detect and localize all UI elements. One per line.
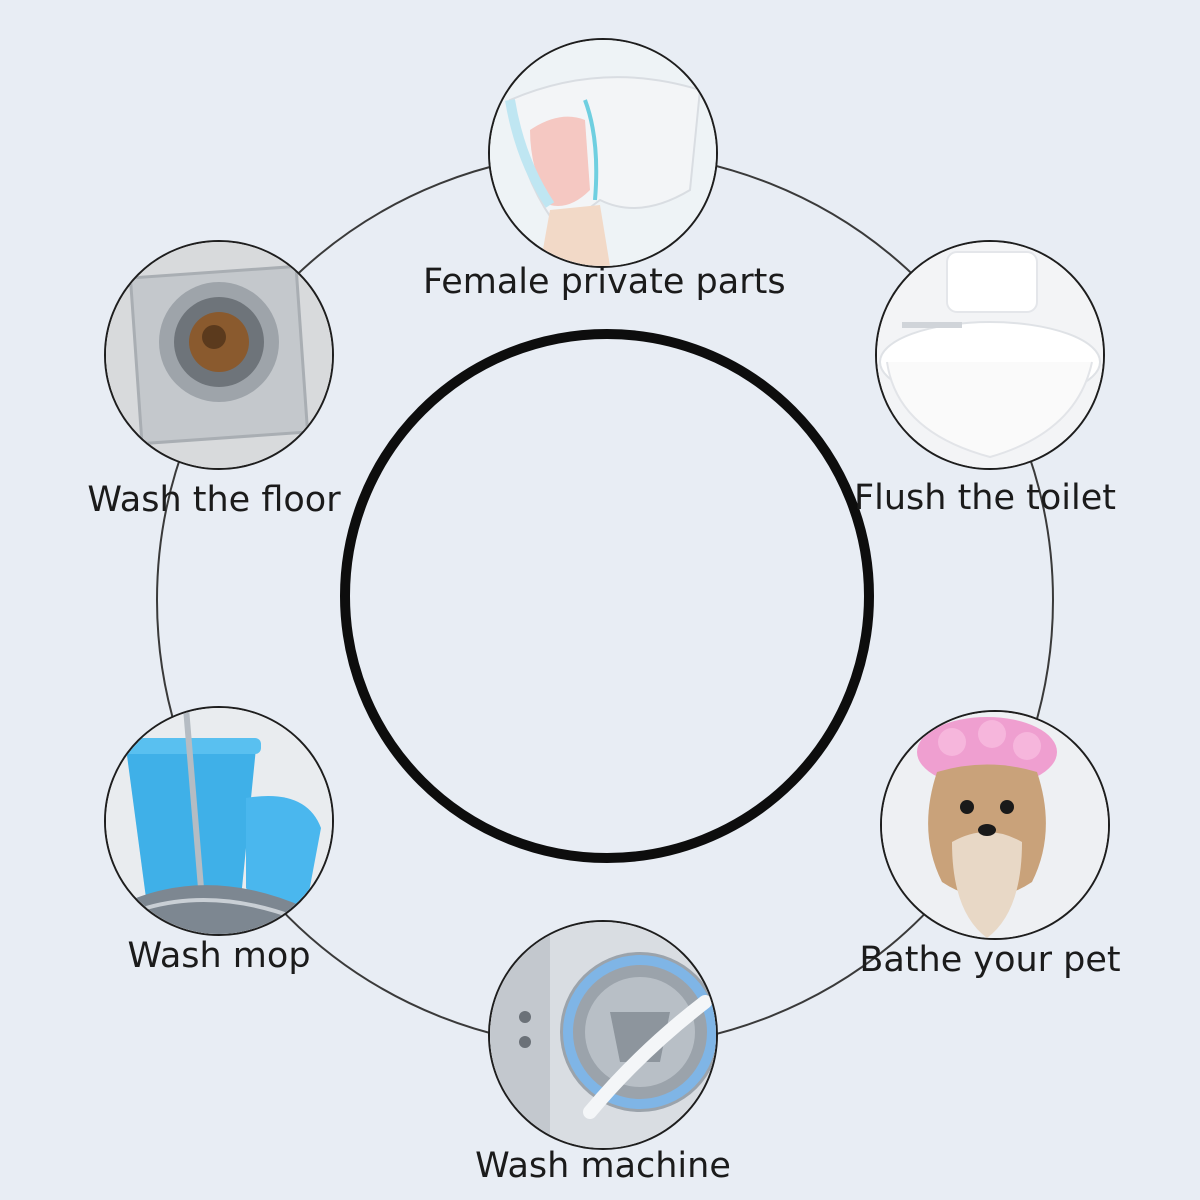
- dog-icon: [880, 710, 1110, 940]
- use-wash-machine: Wash machine: [475, 920, 731, 1186]
- use-label: Flush the toilet: [854, 478, 1116, 518]
- use-female-private-parts: Female private parts: [423, 38, 786, 302]
- mop-bucket-icon: [104, 706, 334, 936]
- washing-machine-icon: [488, 920, 718, 1150]
- use-label: Female private parts: [423, 262, 786, 302]
- use-wash-mop: Wash mop: [104, 706, 334, 976]
- use-flush-the-toilet: Flush the toilet: [854, 240, 1116, 518]
- use-label: Bathe your pet: [859, 940, 1121, 980]
- use-label: Wash machine: [475, 1146, 731, 1186]
- use-label: Wash mop: [127, 936, 311, 976]
- use-wash-the-floor: Wash the floor: [87, 240, 341, 520]
- underwear-icon: [488, 38, 718, 268]
- toilet-icon: [875, 240, 1105, 470]
- o-ring: [340, 329, 874, 863]
- floor-drain-icon: [104, 240, 334, 470]
- use-bathe-your-pet: Bathe your pet: [859, 710, 1121, 980]
- use-label: Wash the floor: [87, 480, 341, 520]
